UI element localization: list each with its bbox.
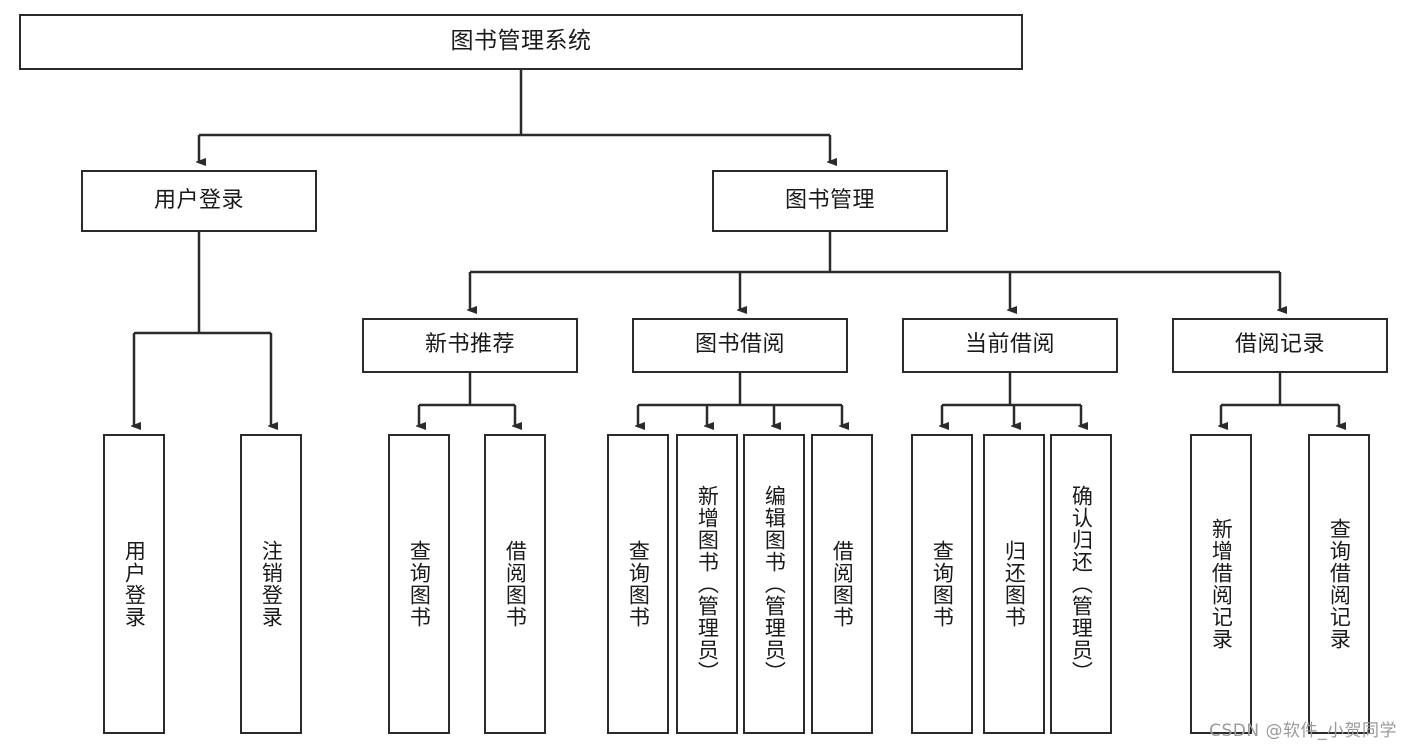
node-label: 图书借阅: [694, 332, 785, 358]
node-user-login[interactable]: 用户登录: [81, 170, 317, 232]
node-leaf-user-login[interactable]: 用户登录: [103, 434, 165, 734]
node-label: 归还图书: [1002, 540, 1027, 628]
node-label: 用户登录: [153, 187, 244, 213]
node-label: 新增图书（管理员）: [695, 485, 720, 683]
node-label: 用户登录: [122, 540, 147, 628]
node-leaf-query-book-current[interactable]: 查询图书: [911, 434, 973, 734]
node-label: 借阅记录: [1234, 332, 1325, 358]
node-borrow-record[interactable]: 借阅记录: [1172, 318, 1388, 373]
node-leaf-borrow-book-recommend[interactable]: 借阅图书: [484, 434, 546, 734]
node-leaf-query-borrow-record[interactable]: 查询借阅记录: [1308, 434, 1370, 734]
node-label: 图书管理系统: [450, 28, 592, 55]
csdn-watermark: CSDN @软件_小贺同学: [1209, 721, 1397, 741]
node-label: 编辑图书（管理员）: [762, 485, 787, 683]
node-book-borrow[interactable]: 图书借阅: [632, 318, 848, 373]
node-label: 当前借阅: [964, 332, 1055, 358]
node-leaf-query-book-borrow[interactable]: 查询图书: [607, 434, 669, 734]
node-label: 新增借阅记录: [1209, 518, 1234, 650]
node-leaf-add-book-admin[interactable]: 新增图书（管理员）: [676, 434, 738, 734]
node-leaf-add-borrow-record[interactable]: 新增借阅记录: [1190, 434, 1252, 734]
node-label: 借阅图书: [503, 540, 528, 628]
node-label: 确认归还（管理员）: [1069, 485, 1094, 683]
node-leaf-edit-book-admin[interactable]: 编辑图书（管理员）: [743, 434, 805, 734]
node-label: 注销登录: [259, 540, 284, 628]
node-leaf-return-book[interactable]: 归还图书: [983, 434, 1045, 734]
node-root-book-management-system[interactable]: 图书管理系统: [19, 14, 1023, 70]
node-label: 借阅图书: [830, 540, 855, 628]
node-leaf-query-book-recommend[interactable]: 查询图书: [388, 434, 450, 734]
node-label: 查询图书: [407, 540, 432, 628]
node-leaf-borrow-book[interactable]: 借阅图书: [811, 434, 873, 734]
node-label: 查询借阅记录: [1327, 518, 1352, 650]
node-label: 查询图书: [930, 540, 955, 628]
node-leaf-confirm-return-admin[interactable]: 确认归还（管理员）: [1050, 434, 1112, 734]
node-book-manage[interactable]: 图书管理: [712, 170, 948, 232]
node-new-book-recommend[interactable]: 新书推荐: [362, 318, 578, 373]
node-label: 图书管理: [784, 187, 875, 213]
node-label: 新书推荐: [424, 332, 515, 358]
node-leaf-logout-login[interactable]: 注销登录: [240, 434, 302, 734]
node-current-borrow[interactable]: 当前借阅: [902, 318, 1118, 373]
node-label: 查询图书: [626, 540, 651, 628]
